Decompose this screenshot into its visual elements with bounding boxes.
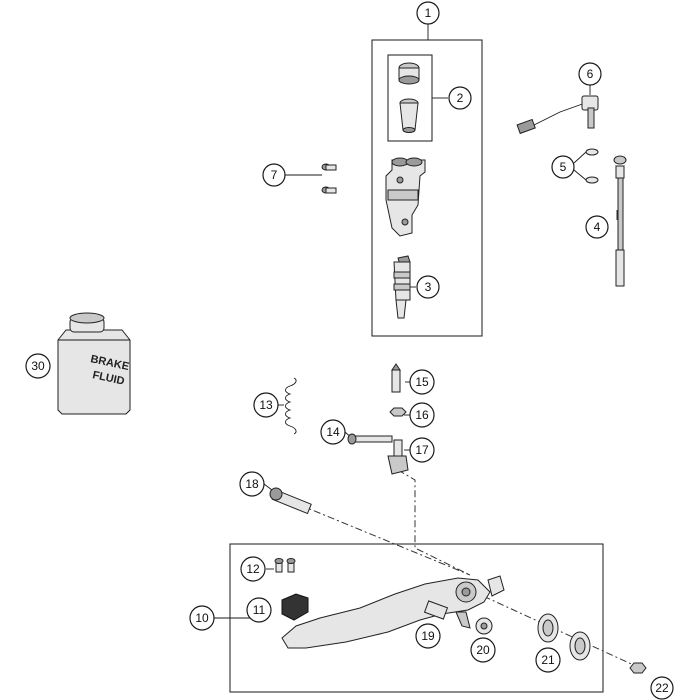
reservoir-cap [398, 62, 420, 85]
callout-1-label: 1 [425, 6, 432, 20]
o-ring-lower [585, 176, 599, 184]
piston-kit [393, 255, 411, 319]
adjuster-screw [391, 363, 401, 393]
pivot-nut [629, 662, 647, 674]
callout-30: 30 [25, 353, 51, 379]
tip-screws [274, 558, 296, 573]
callout-13-label: 13 [259, 398, 273, 412]
reservoir-filter [399, 98, 419, 133]
callout-20-label: 20 [476, 643, 490, 657]
callout-18: 18 [239, 471, 265, 497]
callout-5-label: 5 [560, 160, 567, 174]
callout-1: 1 [416, 1, 440, 25]
brake-light-switch [516, 95, 599, 135]
callout-16-label: 16 [415, 408, 429, 422]
master-cylinder-body [385, 157, 426, 237]
callout-11-label: 11 [253, 603, 266, 617]
callout-17: 17 [409, 437, 435, 463]
callout-6-label: 6 [587, 67, 594, 81]
brake-pedal [281, 575, 505, 649]
callout-19: 19 [415, 623, 441, 649]
brake-fluid-can [57, 312, 131, 415]
callout-4: 4 [585, 215, 609, 239]
callout-10: 10 [189, 605, 215, 631]
o-ring-upper [585, 148, 599, 156]
hex-nut [389, 407, 407, 417]
callout-3-label: 3 [425, 280, 432, 294]
callout-6: 6 [578, 62, 602, 86]
callout-19-label: 19 [421, 629, 435, 643]
leader-lines [214, 24, 618, 619]
pedal-tip [281, 593, 309, 621]
callout-21-label: 21 [541, 653, 555, 667]
shaft-seal-left [537, 613, 559, 643]
callout-2: 2 [448, 86, 472, 110]
washer [475, 617, 493, 635]
pivot-bushing [423, 600, 449, 620]
clevis-pin [347, 433, 393, 445]
callout-15-label: 15 [415, 375, 429, 389]
shaft-seal-right [569, 631, 591, 661]
callout-21: 21 [535, 647, 561, 673]
callout-7-label: 7 [271, 168, 278, 182]
callout-17-label: 17 [415, 443, 429, 457]
callout-15: 15 [409, 369, 435, 395]
callout-22-label: 22 [655, 681, 669, 695]
callout-10-label: 10 [195, 611, 209, 625]
callout-30-label: 30 [31, 359, 45, 373]
callout-2-label: 2 [457, 91, 464, 105]
master-cylinder-group-frame [371, 39, 483, 337]
pivot-bolt [269, 487, 312, 515]
callout-13: 13 [253, 392, 279, 418]
callout-14-label: 14 [326, 425, 340, 439]
callout-14: 14 [320, 419, 346, 445]
callout-11: 11 [246, 597, 272, 623]
callout-5: 5 [551, 155, 575, 179]
callout-7: 7 [262, 163, 286, 187]
callout-20: 20 [470, 637, 496, 663]
return-spring [285, 377, 297, 435]
clevis [387, 439, 409, 475]
callout-12: 12 [240, 556, 266, 582]
callout-18-label: 18 [245, 477, 259, 491]
callout-22: 22 [650, 676, 674, 700]
callout-16: 16 [409, 402, 435, 428]
brake-hose [613, 155, 627, 287]
callout-4-label: 4 [594, 220, 601, 234]
callout-12-label: 12 [246, 562, 260, 576]
mounting-screws [321, 163, 337, 194]
callout-3: 3 [416, 275, 440, 299]
